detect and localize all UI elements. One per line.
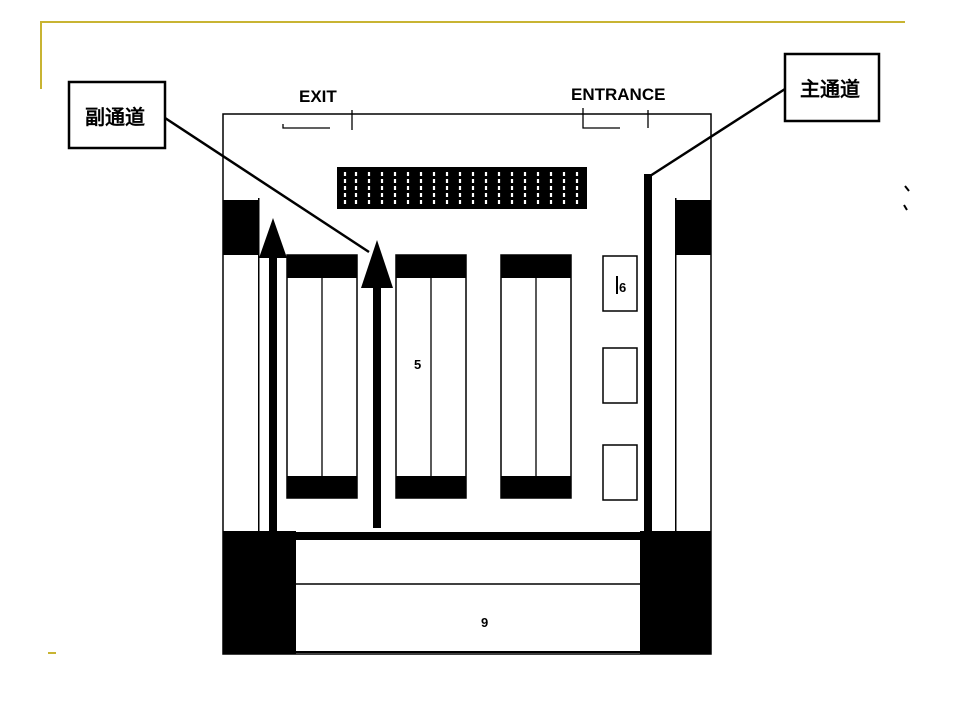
up-arrow-icon [361, 240, 393, 288]
building-outline [222, 113, 712, 655]
decorative-accent-line-left [40, 21, 42, 89]
main-aisle-leader-line [649, 87, 786, 178]
checkout-counter-pattern [343, 172, 579, 204]
main-aisle-path [269, 174, 652, 540]
small-counter-2 [602, 347, 638, 404]
area-6-label: 6 [619, 280, 626, 295]
shelf-unit-3 [500, 254, 572, 499]
right-wall-block [676, 200, 711, 255]
checkout-counter [337, 167, 587, 209]
main-aisle-label: 主通道 [800, 77, 860, 101]
entrance-bracket [582, 108, 649, 129]
exit-bracket [282, 110, 353, 130]
decorative-accent-line-top [40, 21, 905, 23]
secondary-aisle-label: 副通道 [85, 105, 145, 129]
main-aisle-callout: 主通道 [783, 52, 881, 123]
left-wall-block [223, 200, 259, 255]
entrance-label: ENTRANCE [571, 85, 665, 104]
right-wall-line [675, 198, 677, 584]
bottom-left-block [223, 531, 296, 654]
shelf-unit-2 [395, 254, 467, 499]
bottom-right-block [640, 531, 711, 654]
area-5-label: 5 [414, 357, 421, 372]
small-counter-1 [602, 255, 638, 312]
area-9-label: 9 [481, 615, 488, 630]
secondary-aisle-callout: 副通道 [67, 80, 167, 150]
secondary-aisle-leader-line [161, 114, 370, 254]
small-counter-3 [602, 444, 638, 501]
stray-marks [903, 185, 910, 211]
decorative-accent-tick [48, 652, 56, 654]
shelf-unit-1 [286, 254, 358, 499]
left-wall-line [258, 198, 260, 584]
exit-label: EXIT [299, 87, 337, 106]
up-arrow-icon [259, 218, 287, 258]
